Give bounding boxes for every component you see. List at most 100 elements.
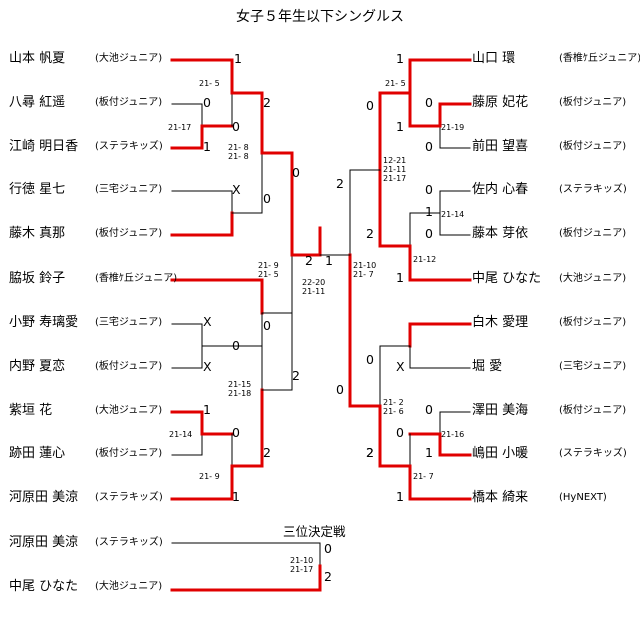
left-player-9-name: 紫垣 花	[9, 403, 53, 418]
left-player-8-name: 内野 夏恋	[9, 359, 66, 374]
score-mark-8: 0	[263, 318, 271, 333]
set-scores-6: 21-14	[169, 430, 193, 439]
score-mark-20: 1	[396, 51, 404, 66]
right-player-4-club: (ステラキッズ)	[559, 184, 627, 195]
left-player-6-name: 脇坂 鈴子	[9, 271, 66, 286]
set-scores-11: 12-21 21-11 21-17	[383, 156, 407, 183]
right-player-5-name: 藤本 芽依	[472, 226, 529, 241]
left-player-6-club: (香椎ｹ丘ジュニア)	[95, 273, 178, 284]
left-player-2-name: 八尋 紅遥	[9, 95, 66, 110]
left-player-10-name: 跡田 蓮心	[9, 446, 66, 461]
third-place-label: 三位決定戦	[283, 524, 346, 539]
left-player-9-club: (大池ジュニア)	[95, 405, 163, 416]
score-mark-6: 2	[263, 95, 271, 110]
set-scores-17: 21- 7	[413, 472, 434, 481]
score-mark-26: 0	[425, 226, 433, 241]
right-player-2-name: 藤原 妃花	[472, 95, 529, 110]
score-mark-2: 0	[203, 95, 211, 110]
score-mark-12: 1	[203, 402, 211, 417]
score-mark-18: 2	[305, 253, 313, 268]
score-mark-19: 1	[325, 253, 333, 268]
left-player-5-name: 藤木 真那	[9, 226, 66, 241]
set-scores-5: 21-15 21-18	[228, 380, 252, 398]
score-mark-1: 1	[234, 51, 242, 66]
third-place-set-scores: 21-10 21-17	[290, 556, 314, 574]
set-scores-1: 21- 5	[199, 79, 220, 88]
left-player-3-club: (ステラキッズ)	[95, 141, 163, 152]
right-player-1-name: 山口 環	[472, 51, 516, 66]
right-player-8-club: (三宅ジュニア)	[559, 361, 627, 372]
score-mark-33: 1	[425, 445, 433, 460]
score-mark-25: 1	[425, 204, 433, 219]
score-mark-17: 2	[292, 368, 300, 383]
left-player-7-club: (三宅ジュニア)	[95, 317, 163, 328]
right-player-9-club: (板付ジュニア)	[559, 405, 627, 416]
right-player-3-club: (板付ジュニア)	[559, 141, 627, 152]
right-player-6-club: (大池ジュニア)	[559, 273, 627, 284]
right-player-9-name: 澤田 美海	[472, 403, 529, 418]
third-place-player-1-club: (ステラキッズ)	[95, 537, 163, 548]
score-mark-27: 2	[366, 226, 374, 241]
set-scores-10: 21-19	[441, 123, 465, 132]
score-mark-39: 2	[366, 445, 374, 460]
right-player-7-name: 白木 愛理	[472, 315, 529, 330]
set-scores-9: 21- 5	[385, 79, 406, 88]
set-scores-15: 21- 2 21- 6	[383, 398, 404, 416]
left-player-8-club: (板付ジュニア)	[95, 361, 163, 372]
set-scores-8: 22-20 21-11	[302, 278, 326, 296]
right-player-8-name: 堀 愛	[472, 359, 503, 374]
score-mark-28: 1	[396, 270, 404, 285]
score-mark-3: 0	[232, 119, 240, 134]
right-player-11-name: 橋本 綺来	[472, 490, 529, 505]
set-scores-7: 21- 9	[199, 472, 220, 481]
score-mark-4: 1	[203, 139, 211, 154]
score-mark-30: X	[396, 359, 405, 374]
right-player-4-name: 佐内 心春	[472, 182, 529, 197]
score-mark-22: 1	[396, 119, 404, 134]
set-scores-3: 21- 8 21- 8	[228, 143, 249, 161]
score-mark-23: 0	[425, 139, 433, 154]
left-player-1-name: 山本 帆夏	[9, 51, 66, 66]
left-player-2-club: (板付ジュニア)	[95, 97, 163, 108]
set-scores-4: 21- 9 21- 5	[258, 261, 279, 279]
third-place-player-2-name: 中尾 ひなた	[9, 579, 79, 594]
score-mark-11: 0	[232, 338, 240, 353]
set-scores-14: 21-10 21- 7	[353, 261, 377, 279]
left-player-10-club: (板付ジュニア)	[95, 448, 163, 459]
set-scores-12: 21-14	[441, 210, 465, 219]
set-scores-16: 21-16	[441, 430, 465, 439]
score-mark-9: X	[203, 314, 212, 329]
right-player-10-name: 嶋田 小暖	[472, 446, 529, 461]
third-place-score-2: 2	[324, 569, 332, 584]
score-mark-15: 2	[263, 445, 271, 460]
score-mark-13: 0	[232, 425, 240, 440]
score-mark-37: 2	[336, 176, 344, 191]
left-player-7-name: 小野 寿璃愛	[9, 315, 79, 330]
right-player-7-club: (板付ジュニア)	[559, 317, 627, 328]
right-player-2-club: (板付ジュニア)	[559, 97, 627, 108]
score-mark-36: 0	[366, 98, 374, 113]
right-player-5-club: (板付ジュニア)	[559, 228, 627, 239]
left-player-11-club: (ステラキッズ)	[95, 492, 163, 503]
score-mark-32: 0	[396, 425, 404, 440]
left-player-4-club: (三宅ジュニア)	[95, 184, 163, 195]
score-mark-10: X	[203, 359, 212, 374]
score-mark-35: 1	[396, 489, 404, 504]
bracket-title: 女子５年生以下シングルス	[236, 9, 404, 25]
set-scores-2: 21-17	[168, 123, 192, 132]
score-mark-31: 0	[425, 402, 433, 417]
score-mark-24: 0	[425, 182, 433, 197]
left-player-11-name: 河原田 美涼	[9, 490, 79, 505]
third-place-player-1-name: 河原田 美涼	[9, 535, 79, 550]
score-mark-38: 0	[336, 382, 344, 397]
set-scores-13: 21-12	[413, 255, 437, 264]
left-player-4-name: 行徳 星七	[9, 182, 66, 197]
score-mark-7: 0	[263, 191, 271, 206]
left-player-3-name: 江崎 明日香	[9, 139, 79, 154]
right-player-6-name: 中尾 ひなた	[472, 271, 542, 286]
score-mark-34: 2	[366, 445, 374, 460]
left-player-5-club: (板付ジュニア)	[95, 228, 163, 239]
right-player-10-club: (ステラキッズ)	[559, 448, 627, 459]
